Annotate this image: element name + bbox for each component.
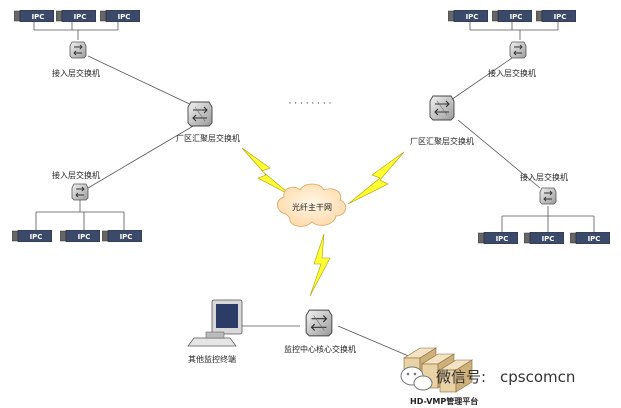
ipc-camera: IPC bbox=[524, 232, 564, 244]
platform-label: HD-VMP管理平台 bbox=[410, 396, 478, 406]
aggregation-switch-left: 厂区汇聚层交换机 bbox=[176, 101, 240, 143]
wechat-watermark: 微信号: cpscomcn bbox=[400, 366, 575, 391]
svg-text:IPC: IPC bbox=[118, 13, 131, 21]
other-terminal-label: 其他监控终端 bbox=[188, 354, 236, 364]
access-switch-icon bbox=[539, 187, 557, 205]
access-switch-icon bbox=[69, 41, 87, 59]
svg-text:IPC: IPC bbox=[466, 13, 479, 21]
access-switch-icon bbox=[509, 41, 527, 59]
svg-text:IPC: IPC bbox=[496, 235, 509, 243]
svg-text:IPC: IPC bbox=[74, 13, 87, 21]
svg-text:IPC: IPC bbox=[542, 235, 555, 243]
watermark-account: cpscomcn bbox=[500, 368, 575, 386]
backbone-label: 光纤主干网 bbox=[292, 202, 332, 212]
wires bbox=[33, 18, 595, 361]
aggregation-switch-label: 厂区汇聚层交换机 bbox=[410, 136, 474, 146]
lightning-bottom bbox=[309, 233, 331, 297]
ellipsis: · · · · · · · · bbox=[289, 99, 332, 109]
core-switch: 监控中心核心交换机 bbox=[284, 309, 356, 354]
svg-text:IPC: IPC bbox=[510, 13, 523, 21]
watermark-prefix: 微信号: bbox=[436, 368, 486, 386]
other-monitoring-terminal: 其他监控终端 bbox=[187, 299, 243, 364]
access-switch-label: 接入层交换机 bbox=[488, 68, 536, 78]
ipc-camera: IPC bbox=[100, 10, 140, 22]
svg-text:IPC: IPC bbox=[554, 13, 567, 21]
ipc-camera: IPC bbox=[102, 230, 142, 242]
svg-text:IPC: IPC bbox=[120, 233, 133, 241]
core-switch-label: 监控中心核心交换机 bbox=[284, 344, 356, 354]
ipc-camera: IPC bbox=[12, 230, 52, 242]
access-cluster-top-left: IPC IPC IPC 接入层交换机 bbox=[14, 10, 140, 78]
aggregation-switch-label: 厂区汇聚层交换机 bbox=[176, 133, 240, 143]
lightning-right bbox=[347, 151, 405, 205]
fiber-backbone-cloud: 光纤主干网 bbox=[277, 183, 347, 227]
aggregation-switch-icon bbox=[429, 95, 455, 121]
access-cluster-top-right: IPC IPC IPC 接入层交换机 bbox=[448, 10, 576, 78]
svg-text:IPC: IPC bbox=[30, 233, 43, 241]
computer-icon bbox=[187, 299, 243, 347]
access-cluster-mid-right: 接入层交换机 IPC IPC IPC bbox=[478, 172, 610, 244]
ipc-camera: IPC bbox=[448, 10, 488, 22]
ipc-camera: IPC bbox=[56, 10, 96, 22]
aggregation-switch-icon bbox=[187, 101, 213, 127]
access-switch-label: 接入层交换机 bbox=[520, 172, 568, 182]
svg-text:IPC: IPC bbox=[588, 235, 601, 243]
access-cluster-mid-left: 接入层交换机 IPC IPC IPC bbox=[12, 170, 142, 242]
lightning-left bbox=[241, 147, 293, 197]
aggregation-switch-right: 厂区汇聚层交换机 bbox=[410, 95, 474, 146]
svg-text:IPC: IPC bbox=[78, 233, 91, 241]
access-switch-label: 接入层交换机 bbox=[52, 68, 100, 78]
ipc-camera: IPC bbox=[478, 232, 518, 244]
wechat-icon bbox=[400, 366, 433, 391]
ipc-camera: IPC bbox=[60, 230, 100, 242]
server-icon bbox=[438, 359, 474, 393]
access-switch-icon bbox=[71, 183, 89, 201]
hd-vmp-platform: HD-VMP管理平台 bbox=[402, 347, 478, 406]
ipc-camera: IPC bbox=[492, 10, 532, 22]
ipc-camera: IPC bbox=[570, 232, 610, 244]
core-switch-icon bbox=[305, 309, 333, 337]
ipc-camera: IPC bbox=[536, 10, 576, 22]
svg-text:IPC: IPC bbox=[32, 13, 45, 21]
access-switch-label: 接入层交换机 bbox=[52, 170, 100, 180]
ipc-camera: IPC bbox=[14, 10, 54, 22]
